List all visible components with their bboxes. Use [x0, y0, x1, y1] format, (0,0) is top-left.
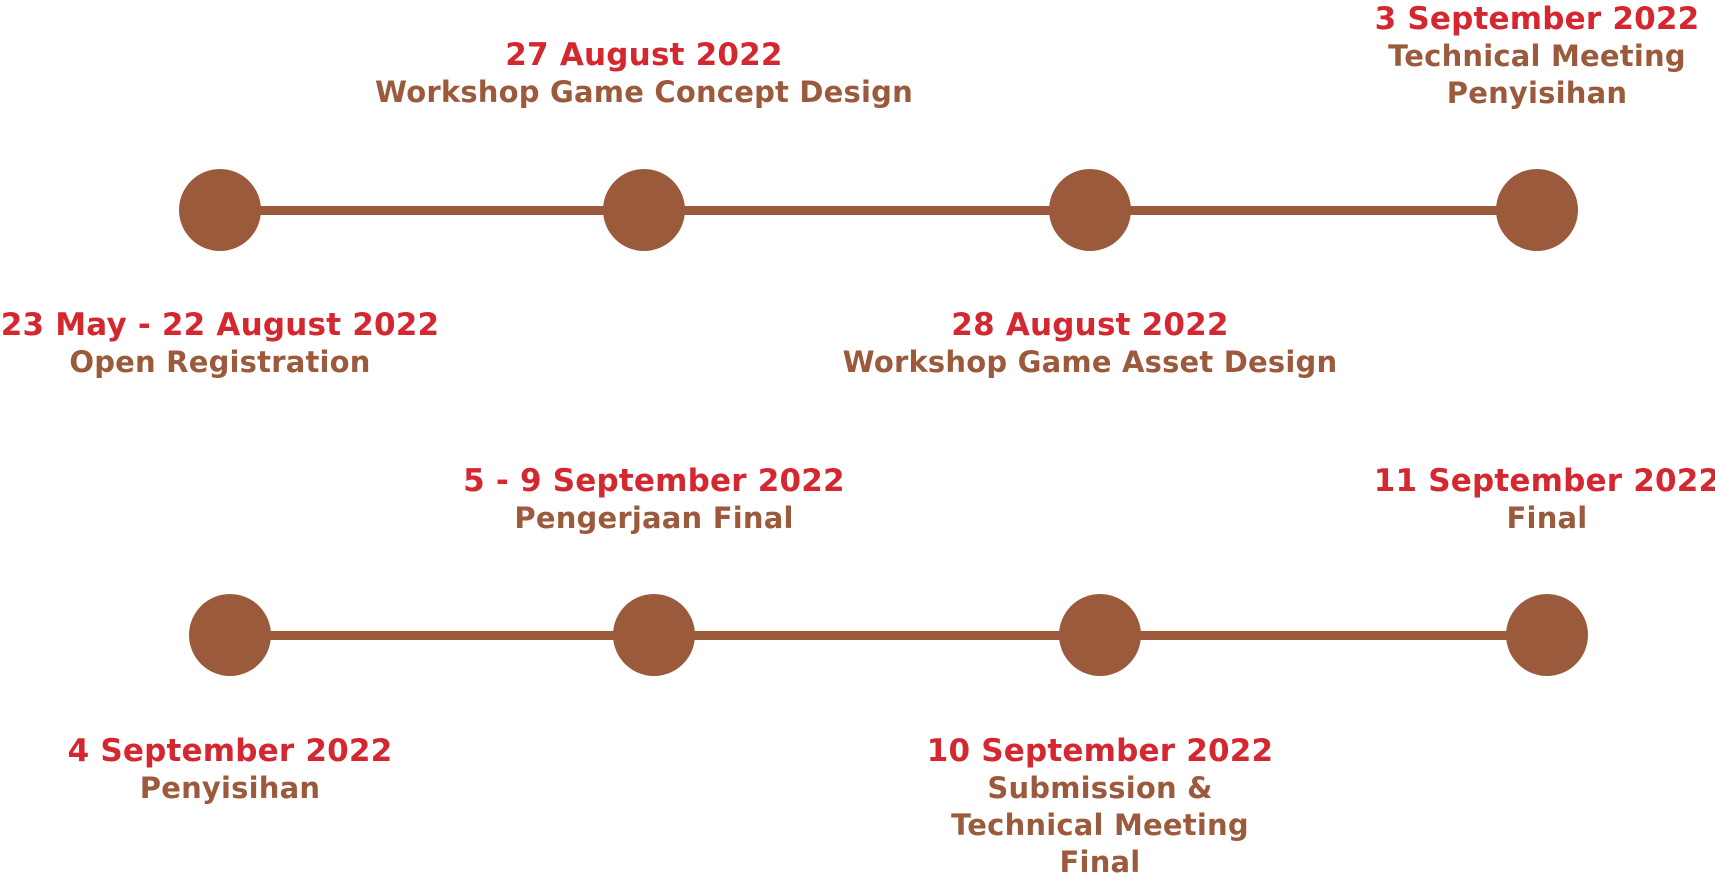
- timeline-track-row-2: [230, 631, 1547, 640]
- milestone-label-4: 3 September 2022 Technical Meeting Penyi…: [1375, 0, 1700, 112]
- milestone-event: Workshop Game Concept Design: [375, 75, 913, 109]
- milestone-date: 23 May - 22 August 2022: [0, 307, 440, 343]
- milestone-node-3: [1049, 169, 1131, 251]
- milestone-node-7: [1059, 594, 1141, 676]
- milestone-event: Penyisihan: [139, 771, 321, 805]
- milestone-label-5: 4 September 2022 Penyisihan: [68, 732, 393, 807]
- timeline-track-row-1: [220, 206, 1537, 215]
- milestone-event: Workshop Game Asset Design: [842, 345, 1338, 379]
- milestone-label-3: 28 August 2022 Workshop Game Asset Desig…: [843, 306, 1338, 381]
- milestone-event: Open Registration: [69, 345, 371, 379]
- milestone-date: 11 September 2022: [1373, 463, 1715, 499]
- milestone-date: 28 August 2022: [951, 307, 1229, 343]
- milestone-event: Pengerjaan Final: [514, 501, 794, 535]
- milestone-event: Final: [1506, 501, 1588, 535]
- milestone-label-1: 23 May - 22 August 2022 Open Registratio…: [1, 306, 440, 381]
- milestone-event: Submission & Technical Meeting Final: [951, 771, 1249, 879]
- milestone-label-8: 11 September 2022 Final: [1374, 462, 1715, 537]
- milestone-date: 3 September 2022: [1374, 1, 1700, 37]
- milestone-node-8: [1506, 594, 1588, 676]
- milestone-date: 10 September 2022: [926, 733, 1274, 769]
- milestone-node-6: [613, 594, 695, 676]
- milestone-date: 5 - 9 September 2022: [463, 463, 845, 499]
- milestone-date: 27 August 2022: [505, 37, 783, 73]
- milestone-node-1: [179, 169, 261, 251]
- milestone-label-6: 5 - 9 September 2022 Pengerjaan Final: [463, 462, 845, 537]
- milestone-node-2: [603, 169, 685, 251]
- milestone-date: 4 September 2022: [67, 733, 393, 769]
- milestone-label-2: 27 August 2022 Workshop Game Concept Des…: [375, 36, 913, 111]
- milestone-label-7: 10 September 2022 Submission & Technical…: [927, 732, 1274, 881]
- milestone-event: Technical Meeting Penyisihan: [1388, 39, 1686, 110]
- milestone-node-4: [1496, 169, 1578, 251]
- milestone-node-5: [189, 594, 271, 676]
